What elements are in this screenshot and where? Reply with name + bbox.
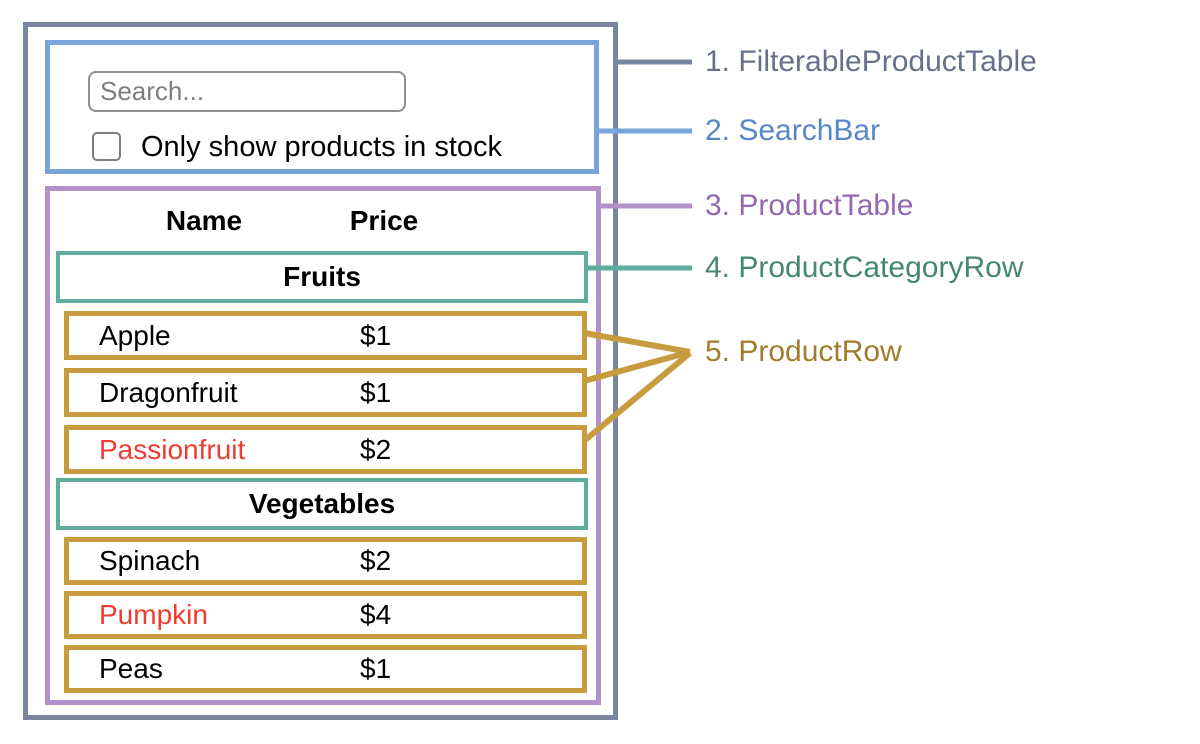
category-label: Fruits (283, 261, 361, 292)
product-price: $1 (360, 653, 392, 684)
product-row: Passionfruit $2 (64, 425, 587, 474)
legend-search-bar: 2. SearchBar (705, 114, 881, 147)
in-stock-checkbox-label: Only show products in stock (141, 131, 503, 163)
product-name-out-of-stock: Passionfruit (99, 433, 246, 465)
product-name: Apple (99, 319, 171, 351)
product-name: Spinach (99, 545, 201, 576)
legend-product-table: 3. ProductTable (705, 189, 914, 222)
product-name: Peas (99, 653, 163, 684)
column-header-name: Name (165, 205, 243, 236)
category-row-vegetables: Vegetables (56, 478, 588, 530)
product-price: $1 (360, 376, 392, 408)
product-row: Spinach $2 (64, 537, 587, 585)
category-row-fruits: Fruits (56, 251, 588, 303)
search-input[interactable] (88, 71, 406, 112)
product-row: Pumpkin $4 (64, 591, 587, 639)
legend-filterable-product-table: 1. FilterableProductTable (705, 45, 1037, 78)
legend-product-row: 5. ProductRow (705, 335, 902, 368)
product-name: Dragonfruit (99, 376, 238, 408)
column-header-price: Price (349, 205, 419, 236)
product-name-out-of-stock: Pumpkin (99, 599, 208, 630)
product-price: $2 (360, 433, 392, 465)
product-price: $4 (360, 599, 392, 630)
in-stock-checkbox[interactable] (92, 132, 121, 161)
category-label: Vegetables (248, 488, 396, 519)
product-row: Peas $1 (64, 645, 587, 693)
product-row: Dragonfruit $1 (64, 368, 587, 417)
product-price: $2 (360, 545, 392, 576)
legend-product-category-row: 4. ProductCategoryRow (705, 251, 1024, 284)
product-price: $1 (360, 319, 392, 351)
product-row: Apple $1 (64, 311, 587, 360)
